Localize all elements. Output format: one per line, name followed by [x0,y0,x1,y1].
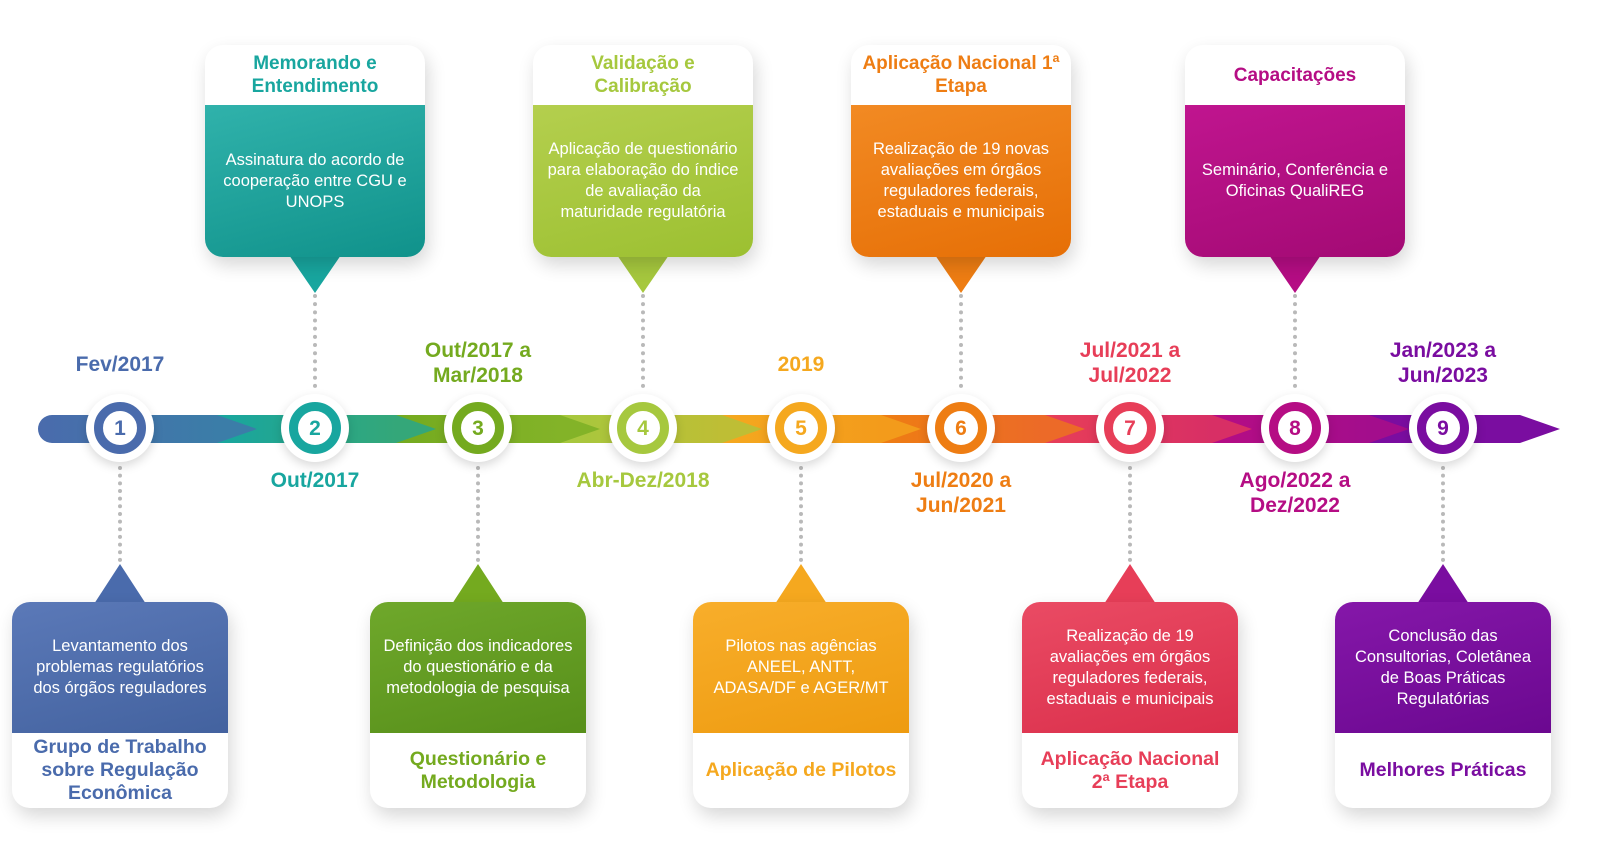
info-card: Capacitações Seminário, Conferência e Of… [1185,45,1405,257]
card-tail [775,564,827,604]
date-label: Jul/2020 a Jun/2021 [910,469,1012,517]
node-number: 3 [472,416,484,440]
date-label: Fev/2017 [75,353,165,376]
connector-line [313,294,317,388]
milestone-node: 7 [1096,394,1164,462]
milestone-node: 4 [609,394,677,462]
node-ring: 3 [452,402,504,454]
info-card: Conclusão das Consultorias, Coletânea de… [1335,602,1551,808]
connector-line [476,466,480,562]
info-card: Memorando e Entendimento Assinatura do a… [205,45,425,257]
date-label: Abr-Dez/2018 [576,469,710,492]
card-body: Conclusão das Consultorias, Coletânea de… [1335,602,1551,733]
milestone-node: 2 [281,394,349,462]
connector-line [118,466,122,562]
card-tail [935,255,987,293]
card-tail [452,564,504,604]
connector-line [959,294,963,388]
connector-line [1441,466,1445,562]
date-label: Out/2017 [270,469,360,492]
info-card: Aplicação Nacional 1ª Etapa Realização d… [851,45,1071,257]
date-label: Jan/2023 a Jun/2023 [1389,339,1497,387]
node-number: 9 [1437,416,1449,440]
date-label: Jul/2021 a Jul/2022 [1079,339,1181,387]
card-tail [94,564,146,604]
card-title: Grupo de Trabalho sobre Regulação Econôm… [33,736,207,804]
node-ring: 8 [1269,402,1321,454]
card-title: Questionário e Metodologia [409,747,547,793]
connector-line [641,294,645,388]
card-tail [1104,564,1156,604]
info-card: Validação e Calibração Aplicação de ques… [533,45,753,257]
card-body: Realização de 19 avaliações em órgãos re… [1022,602,1238,733]
card-title: Aplicação Nacional 1ª Etapa [862,53,1060,97]
milestone-node: 9 [1409,394,1477,462]
milestone-node: 5 [767,394,835,462]
milestone-node: 6 [927,394,995,462]
node-ring: 6 [935,402,987,454]
connector-line [1128,466,1132,562]
card-body: Assinatura do acordo de cooperação entre… [205,105,425,257]
node-number: 6 [955,416,967,440]
node-number: 4 [637,416,649,440]
node-number: 8 [1289,416,1301,440]
node-number: 1 [114,416,126,440]
card-title: Aplicação Nacional 2ª Etapa [1040,747,1220,793]
date-label: Out/2017 a Mar/2018 [424,339,532,387]
card-title: Validação e Calibração [591,53,695,97]
node-ring: 4 [617,402,669,454]
card-body: Realização de 19 novas avaliações em órg… [851,105,1071,257]
milestone-node: 3 [444,394,512,462]
node-number: 2 [309,416,321,440]
card-title: Melhores Práticas [1359,759,1527,781]
node-ring: 5 [775,402,827,454]
node-number: 7 [1124,416,1136,440]
card-tail [1269,255,1321,293]
info-card: Pilotos nas agências ANEEL, ANTT, ADASA/… [693,602,909,808]
date-label: Ago/2022 a Dez/2022 [1239,469,1351,517]
card-title: Memorando e Entendimento [251,53,379,97]
node-ring: 2 [289,402,341,454]
card-body: Aplicação de questionário para elaboraçã… [533,105,753,257]
card-title: Capacitações [1233,64,1357,86]
node-number: 5 [795,416,807,440]
card-tail [289,255,341,293]
connector-line [1293,294,1297,388]
date-label: 2019 [777,353,825,376]
node-ring: 7 [1104,402,1156,454]
info-card: Definição dos indicadores do questionári… [370,602,586,808]
info-card: Levantamento dos problemas regulatórios … [12,602,228,808]
card-body: Definição dos indicadores do questionári… [370,602,586,733]
card-title: Aplicação de Pilotos [705,759,897,781]
card-body: Pilotos nas agências ANEEL, ANTT, ADASA/… [693,602,909,733]
card-body: Seminário, Conferência e Oficinas QualiR… [1185,105,1405,257]
milestone-node: 8 [1261,394,1329,462]
node-ring: 9 [1417,402,1469,454]
info-card: Realização de 19 avaliações em órgãos re… [1022,602,1238,808]
connector-line [799,466,803,562]
milestone-node: 1 [86,394,154,462]
node-ring: 1 [94,402,146,454]
card-tail [617,255,669,293]
card-tail [1417,564,1469,604]
card-body: Levantamento dos problemas regulatórios … [12,602,228,733]
